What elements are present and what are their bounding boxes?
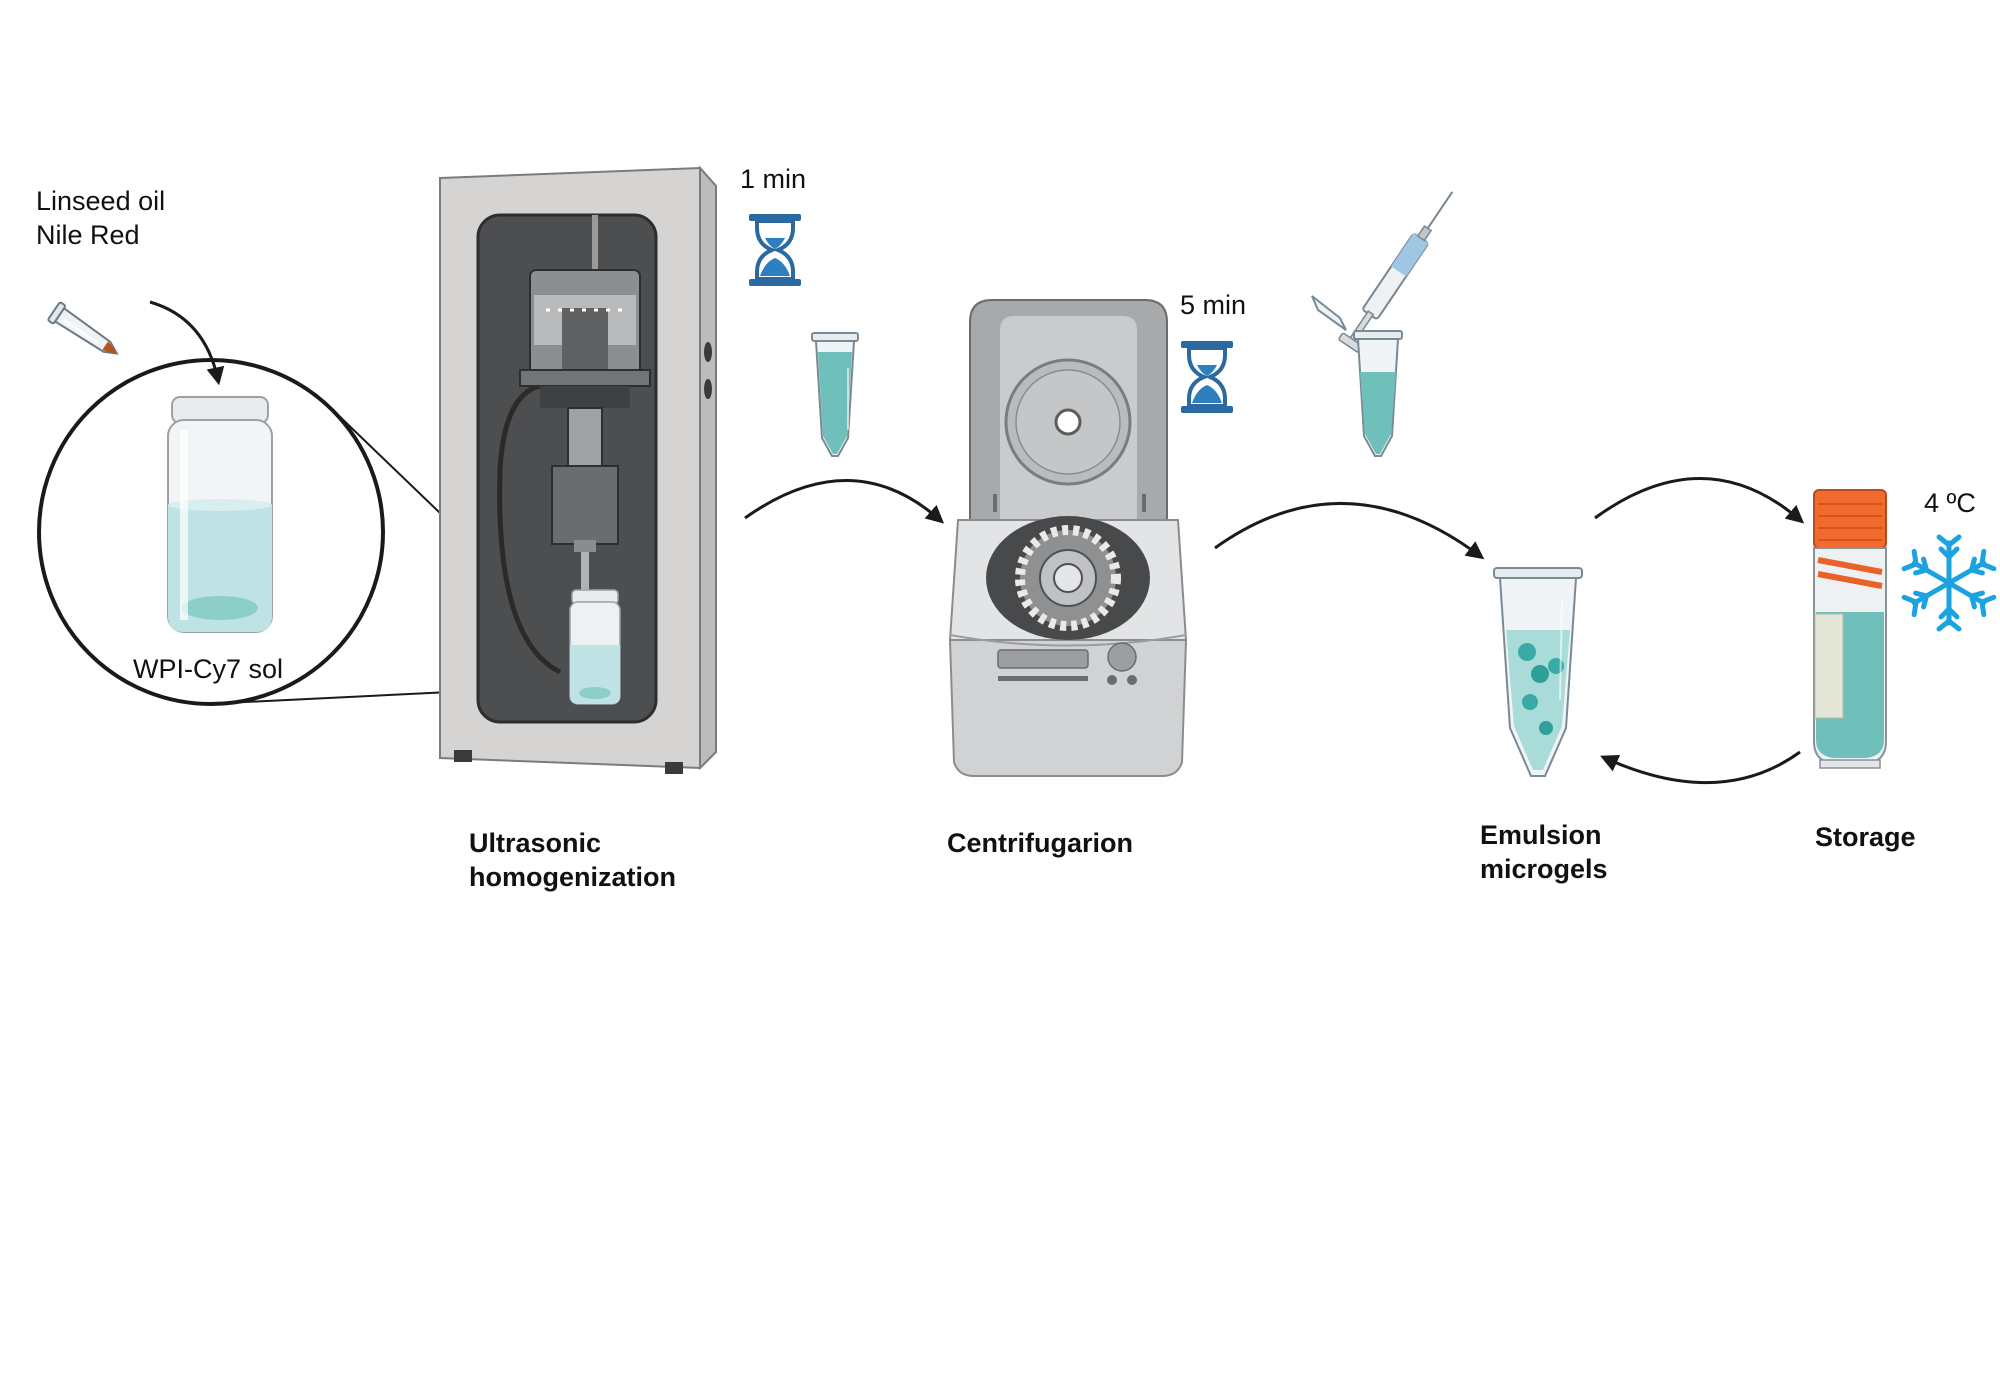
glass-vial-icon (167, 396, 273, 633)
sonication-time: 1 min (740, 164, 807, 194)
curved-arrow-icon (1594, 477, 1805, 524)
microtube-icon (1493, 567, 1583, 777)
reagent-label: Linseed oil Nile Red (36, 184, 165, 252)
stage-centrifugation: Centrifugarion (947, 828, 1133, 858)
stage-emulsion-microgels: Emulsion microgels (1480, 818, 1608, 886)
microtube-icon (1311, 295, 1403, 457)
centrifuge-icon (948, 299, 1188, 777)
curved-arrow-icon (744, 479, 945, 524)
stage-label-line-1: Emulsion (1480, 820, 1602, 850)
stage-storage: Storage (1815, 822, 1916, 852)
ultrasonic-homogenizer-icon (439, 165, 717, 774)
centrifugation-time: 5 min (1180, 290, 1247, 320)
hourglass-icon (749, 214, 801, 286)
curved-arrow-icon (149, 300, 225, 386)
storage-tube-icon (1813, 489, 1887, 769)
microtube-icon (811, 332, 859, 457)
reagent-line-2: Nile Red (36, 220, 140, 250)
stage-label-line-1: Ultrasonic (469, 828, 602, 858)
stage-label-line-2: microgels (1480, 854, 1608, 884)
syringe-icon (1338, 191, 1454, 353)
snowflake-icon (1904, 534, 1994, 629)
stage-label-line-2: homogenization (469, 862, 676, 892)
curved-arrow-icon (1600, 750, 1801, 785)
storage-temperature: 4 ºC (1924, 488, 1976, 518)
curved-arrow-icon (1214, 502, 1485, 560)
microtube-icon (47, 301, 119, 355)
vial-label: WPI-Cy7 sol (133, 654, 284, 684)
reagent-line-1: Linseed oil (36, 186, 166, 216)
stage-ultrasonic-homogenization: Ultrasonic homogenization (469, 826, 676, 894)
hourglass-icon (1181, 341, 1233, 413)
